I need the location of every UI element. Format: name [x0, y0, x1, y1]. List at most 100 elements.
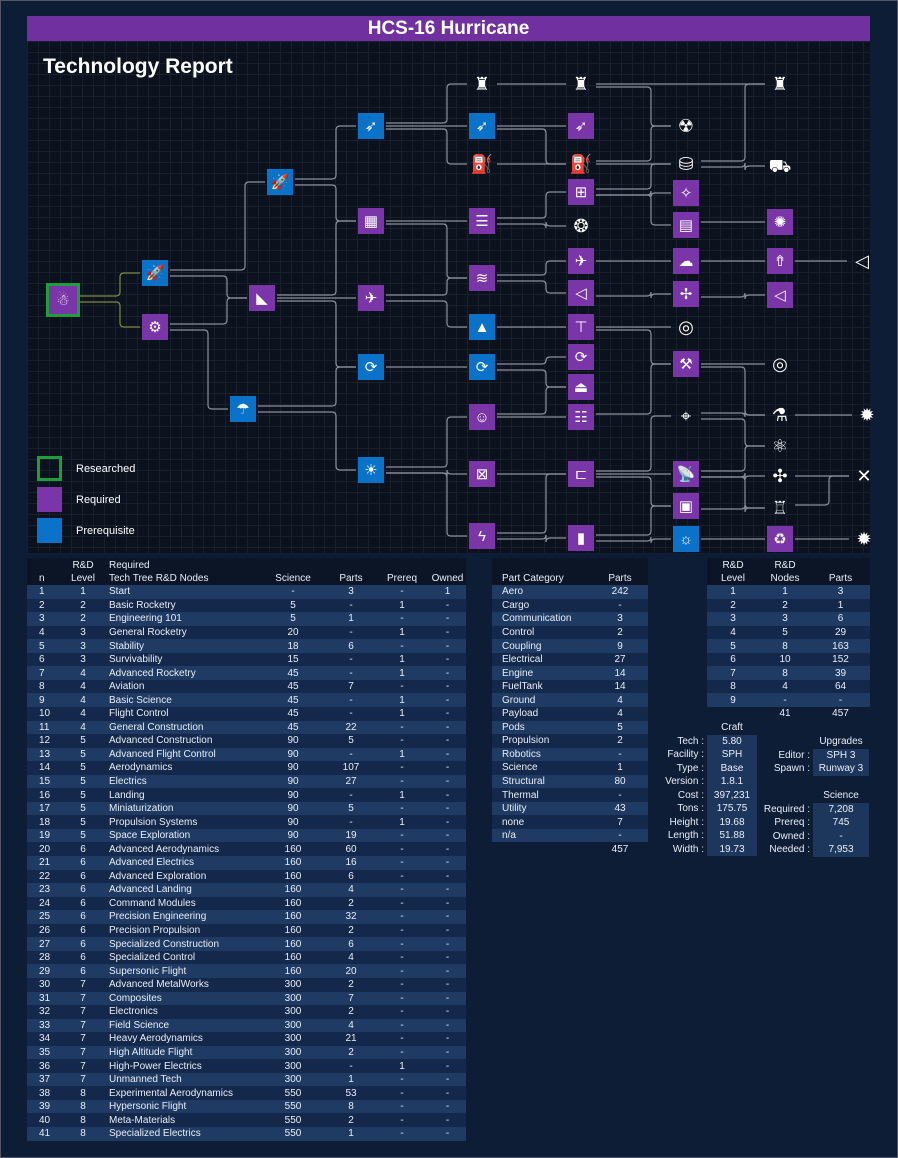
parts: - — [327, 815, 375, 829]
tech-node-required[interactable]: ◁ — [568, 280, 594, 306]
tech-node-none[interactable]: ✣ — [767, 463, 793, 489]
tech-node-required[interactable]: ◁ — [767, 282, 793, 308]
node-name: High-Power Electrics — [109, 1059, 259, 1073]
landing-gear-icon: ⊤ — [574, 318, 588, 336]
tech-node-required[interactable]: ☰ — [469, 208, 495, 234]
tech-node-required[interactable]: ▣ — [673, 493, 699, 519]
science: 90 — [259, 815, 327, 829]
tech-node-required[interactable]: ☺ — [469, 404, 495, 430]
tech-node-none[interactable]: ⛁ — [673, 151, 699, 177]
tech-node-none[interactable]: ✕ — [851, 463, 877, 489]
tech-node-required[interactable]: ⚒ — [673, 351, 699, 377]
tech-node-none[interactable]: ✹ — [854, 402, 880, 428]
tech-node-required[interactable]: ⊤ — [568, 314, 594, 340]
owned: - — [429, 910, 466, 924]
tech-node-none[interactable]: ⛽ — [568, 151, 594, 177]
tech-node-required[interactable]: ▤ — [673, 212, 699, 238]
tech-node-required[interactable]: ✈ — [568, 248, 594, 274]
tech-node-required[interactable]: ϟ — [469, 523, 495, 549]
tech-node-required[interactable]: ▮ — [568, 525, 594, 551]
tech-node-none[interactable]: ⚗ — [767, 402, 793, 428]
tech-node-required[interactable]: ⏏ — [568, 374, 594, 400]
node-name: Meta-Materials — [109, 1113, 259, 1127]
category: Utility — [492, 801, 592, 816]
tech-node-prerequisite[interactable]: ☼ — [673, 526, 699, 552]
tech-node-required[interactable]: ⚙ — [142, 314, 168, 340]
tech-node-required[interactable]: ✺ — [767, 209, 793, 235]
tech-node-required[interactable]: ◣ — [249, 285, 275, 311]
tech-node-none[interactable]: ◎ — [767, 351, 793, 377]
field-label: Needed : — [769, 844, 810, 855]
row-n: 24 — [27, 896, 57, 911]
tech-node-required[interactable]: ▦ — [358, 208, 384, 234]
science: 5 — [259, 598, 327, 613]
tech-node-none[interactable]: ◎ — [673, 314, 699, 340]
tech-node-required[interactable]: ☷ — [568, 404, 594, 430]
tech-node-required[interactable]: ⊞ — [568, 179, 594, 205]
parts: 32 — [327, 910, 375, 924]
tech-node-none[interactable]: ◁ — [849, 248, 875, 274]
tech-node-prerequisite[interactable]: ⟳ — [469, 354, 495, 380]
tech-node-researched[interactable]: ☃ — [46, 283, 80, 317]
tech-edge — [497, 128, 566, 165]
header: Owned — [429, 571, 466, 586]
tech-node-none[interactable]: ⛟ — [767, 153, 793, 179]
craft-title: HCS-16 Hurricane — [27, 16, 870, 41]
tech-node-prerequisite[interactable]: ☀ — [358, 457, 384, 483]
tech-node-prerequisite[interactable]: ▲ — [469, 314, 495, 340]
tech-node-required[interactable]: ➶ — [568, 113, 594, 139]
tech-node-required[interactable]: ≋ — [469, 265, 495, 291]
rocket-icon: 🚀 — [270, 173, 290, 191]
tech-node-required[interactable]: ☁ — [673, 248, 699, 274]
tech-node-required[interactable]: ♻ — [767, 526, 793, 552]
tech-node-prerequisite[interactable]: 🚀 — [142, 260, 168, 286]
tech-node-prerequisite[interactable]: ☂ — [230, 396, 256, 422]
tech-edge — [386, 472, 467, 537]
tech-node-required[interactable]: ⊏ — [568, 461, 594, 487]
tech-node-required[interactable]: ⊠ — [469, 461, 495, 487]
burst-icon: ✹ — [859, 405, 875, 425]
tech-node-prerequisite[interactable]: ➶ — [358, 113, 384, 139]
tech-node-required[interactable]: ✢ — [673, 281, 699, 307]
tech-node-none[interactable]: ✹ — [851, 526, 877, 552]
tech-node-required[interactable]: ✈ — [358, 285, 384, 311]
craft-row: Version :1.8.1 — [651, 775, 757, 789]
parts: 4 — [592, 693, 648, 708]
tech-node-none[interactable]: ♜ — [469, 71, 495, 97]
legend-swatch-prerequisite — [37, 518, 62, 543]
tech-node-none[interactable]: ⌖ — [673, 403, 699, 429]
tech-node-none[interactable]: ⚛ — [767, 433, 793, 459]
craft-row: Width :19.73 — [651, 842, 757, 856]
tech-node-none[interactable]: ☢ — [673, 113, 699, 139]
upgrades-row: Spawn :Runway 3 — [759, 762, 869, 776]
rd-nodes: 2 — [759, 598, 811, 613]
total-parts: 457 — [611, 843, 629, 855]
parts: 6 — [327, 869, 375, 884]
tech-node-required[interactable]: ⇮ — [767, 248, 793, 274]
tech-node-prerequisite[interactable]: ⟳ — [358, 354, 384, 380]
owned: - — [429, 707, 466, 721]
owned: - — [429, 625, 466, 640]
rd-level: 7 — [57, 1005, 109, 1019]
tech-node-required[interactable]: ✧ — [673, 180, 699, 206]
tech-node-required[interactable]: 📡 — [673, 461, 699, 487]
tech-node-required[interactable]: ⟳ — [568, 344, 594, 370]
tech-node-none[interactable]: ♖ — [767, 495, 793, 521]
science: 300 — [259, 1072, 327, 1087]
tech-node-none[interactable]: ♜ — [767, 71, 793, 97]
prereq: - — [375, 1099, 429, 1114]
tech-node-prerequisite[interactable]: 🚀 — [267, 169, 293, 195]
tech-node-none[interactable]: ❂ — [568, 213, 594, 239]
tech-node-none[interactable]: ⛽ — [469, 151, 495, 177]
tech-node-none[interactable]: ♜ — [568, 71, 594, 97]
parts: 6 — [327, 639, 375, 653]
node-name: Start — [109, 585, 259, 599]
parts: 14 — [592, 666, 648, 680]
tech-node-prerequisite[interactable]: ➶ — [469, 113, 495, 139]
